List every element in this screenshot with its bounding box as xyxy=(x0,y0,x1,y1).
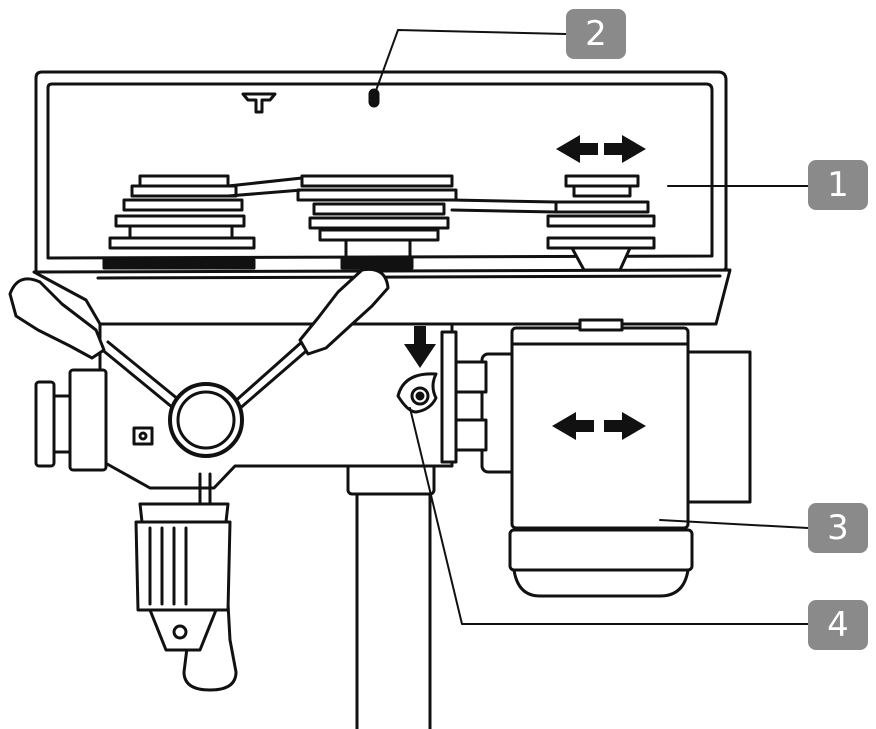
callout-4: 4 xyxy=(808,600,868,650)
callout-1: 1 xyxy=(808,160,868,210)
callout-2: 2 xyxy=(566,9,626,59)
column xyxy=(346,462,436,729)
double-arrow-icon xyxy=(556,135,646,163)
leader-lines xyxy=(373,29,809,625)
double-arrow-icon xyxy=(552,412,646,440)
motor xyxy=(454,318,752,598)
pulley-set xyxy=(102,174,656,272)
chuck xyxy=(134,502,232,652)
callout-3: 3 xyxy=(808,503,868,553)
feed-handles xyxy=(8,267,390,692)
down-arrow-icon xyxy=(404,326,436,368)
